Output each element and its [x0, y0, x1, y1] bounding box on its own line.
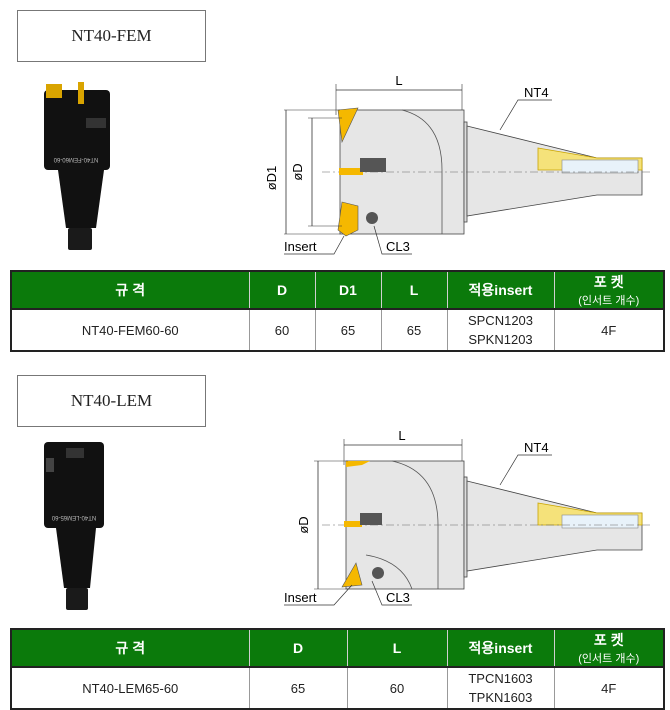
engraving-text: NT40-LEM65-60 [51, 514, 96, 520]
header-D: D [248, 628, 348, 668]
cell-D: 65 [248, 666, 348, 710]
pocket-label: 포 켓 [593, 274, 624, 290]
product-photo-lem: NT40-LEM65-60 [44, 442, 104, 610]
dim-D: øD [296, 516, 311, 533]
title-text: NT40-FEM [71, 26, 152, 45]
dim-D: øD [290, 163, 305, 180]
insert-2: TPKN1603 [468, 690, 533, 705]
insert-1: SPCN1203 [467, 313, 534, 328]
label-cl3: CL3 [386, 239, 410, 254]
insert-1: TPCN1603 [468, 671, 533, 686]
pocket-sublabel: (인서트 개수) [578, 295, 640, 307]
technical-drawing-fem: L øD1 øD NT4 Insert CL3 [264, 73, 652, 255]
dim-D1: øD1 [264, 166, 279, 191]
section-title-lem: NT40-LEM [17, 375, 206, 427]
table-header-row: 규 격 D L 적용insert 포 켓 (인서트 개수) [10, 628, 665, 668]
dim-L: L [398, 428, 405, 443]
spec-table-fem: 규 격 D D1 L 적용insert 포 켓 (인서트 개수) NT40-FEM… [10, 270, 665, 352]
label-insert: Insert [284, 590, 317, 605]
pocket-label: 포 켓 [593, 632, 624, 648]
cell-pocket: 4F [553, 666, 665, 710]
header-insert: 적용insert [446, 270, 555, 310]
cell-pocket: 4F [553, 308, 665, 352]
header-pocket: 포 켓 (인서트 개수) [553, 270, 665, 310]
cell-L: 65 [380, 308, 448, 352]
table-header-row: 규 격 D D1 L 적용insert 포 켓 (인서트 개수) [10, 270, 665, 310]
header-D: D [248, 270, 316, 310]
section-title-fem: NT40-FEM [17, 10, 206, 62]
cell-D1: 65 [314, 308, 382, 352]
technical-drawing-lem: L øD NT4 Insert CL3 [284, 428, 652, 606]
label-nt4: NT4 [524, 85, 549, 100]
title-text: NT40-LEM [70, 391, 153, 410]
insert-2: SPKN1203 [468, 332, 533, 347]
engraving-text: NT40-FEM60-60 [53, 156, 98, 162]
product-photo-fem: NT40-FEM60-60 [44, 82, 110, 250]
header-spec: 규 격 [10, 270, 250, 310]
pocket-sublabel: (인서트 개수) [578, 653, 640, 665]
header-L: L [346, 628, 448, 668]
header-D1: D1 [314, 270, 382, 310]
cell-L: 60 [346, 666, 448, 710]
label-insert: Insert [284, 239, 317, 254]
cell-D: 60 [248, 308, 316, 352]
cell-spec: NT40-FEM60-60 [10, 308, 250, 352]
label-nt4: NT4 [524, 440, 549, 455]
cell-spec: NT40-LEM65-60 [10, 666, 250, 710]
label-cl3: CL3 [386, 590, 410, 605]
header-L: L [380, 270, 448, 310]
header-insert: 적용insert [446, 628, 555, 668]
dim-L: L [395, 73, 402, 88]
header-spec: 규 격 [10, 628, 250, 668]
header-pocket: 포 켓 (인서트 개수) [553, 628, 665, 668]
spec-table-lem: 규 격 D L 적용insert 포 켓 (인서트 개수) NT40-LEM65-… [10, 628, 665, 710]
